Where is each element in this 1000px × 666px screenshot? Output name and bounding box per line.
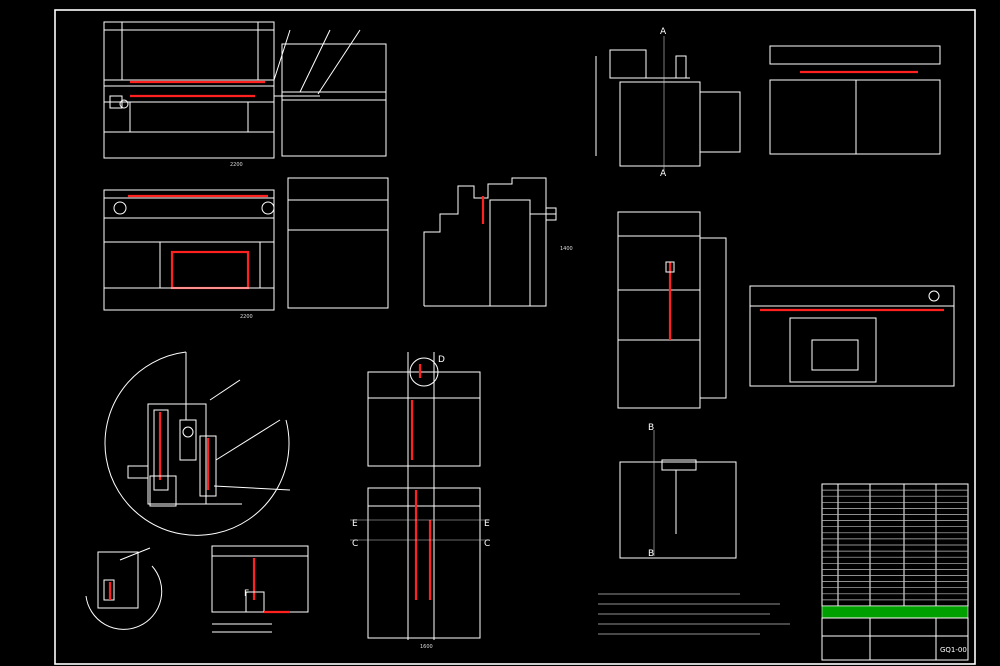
- svg-text:2200: 2200: [240, 314, 253, 320]
- section-marker-a-bottom: A: [660, 169, 667, 179]
- view-section-bb: [619, 430, 737, 559]
- technical-notes: [598, 593, 790, 635]
- drawing-number: GQ1-00: [940, 646, 967, 654]
- section-marker-b-bottom: B: [648, 549, 654, 559]
- svg-text:2200: 2200: [230, 162, 243, 168]
- view-detail-small: [85, 547, 163, 630]
- section-marker-e-left: E: [352, 519, 358, 529]
- svg-text:1600: 1600: [420, 644, 433, 650]
- view-top-right: [769, 45, 941, 155]
- view-section-aa: [595, 36, 741, 172]
- view-center-column: 1600: [350, 352, 490, 650]
- section-marker-c-right: C: [484, 539, 490, 549]
- view-section-small: [211, 545, 309, 633]
- view-side-profile: 1400: [423, 177, 573, 307]
- view-right-wide: [749, 285, 955, 387]
- section-marker-f: F: [244, 589, 249, 599]
- section-marker-a-top: A: [660, 27, 667, 37]
- view-plan: 2200: [103, 177, 389, 320]
- svg-text:1400: 1400: [560, 246, 573, 252]
- section-marker-e-right: E: [484, 519, 490, 529]
- view-right-tall: [617, 211, 727, 409]
- sheet-border: [54, 9, 976, 665]
- title-block: [821, 483, 969, 661]
- section-marker-d: D: [438, 355, 445, 365]
- view-front-elevation: 2200: [103, 21, 387, 168]
- view-detail-circle: [104, 351, 291, 536]
- section-marker-c-left: C: [352, 539, 358, 549]
- section-marker-b-top: B: [648, 423, 654, 433]
